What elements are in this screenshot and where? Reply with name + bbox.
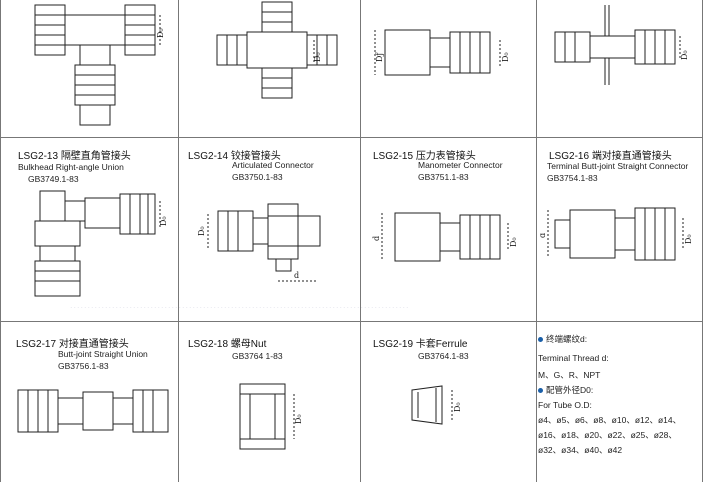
product-name-en: Articulated Connector: [232, 160, 314, 170]
tube-sizes-row: ø16、ø18、ø20、ø22、ø25、ø28、: [538, 430, 677, 440]
dimension-label: d: [372, 236, 381, 241]
product-standard: GB3754.1-83: [547, 173, 598, 183]
thread-values: M、G、R、NPT: [538, 370, 601, 380]
fitting-drawing-articulated: D₀ d: [198, 203, 321, 282]
tube-title-cn: 配管外径D0:: [538, 383, 703, 398]
fitting-drawing-manometer: d D₀: [372, 212, 518, 262]
grid-line: [0, 137, 703, 138]
fitting-drawing-terminal-butt: d D₀: [540, 207, 693, 261]
thread-title-en: Terminal Thread d:: [538, 353, 609, 363]
watermark: ........................................…: [70, 300, 410, 310]
grid-line: [178, 0, 179, 482]
grid-line: [0, 321, 703, 322]
product-standard: GB3756.1-83: [58, 361, 109, 371]
dimension-label: D₀: [159, 216, 168, 226]
dimension-label: D₀: [453, 402, 462, 412]
fitting-drawing-nut: D₀: [239, 383, 303, 450]
fitting-drawing-bulkhead-elbow: D₀: [34, 190, 168, 297]
product-standard: GB3751.1-83: [418, 172, 469, 182]
grid-line: [360, 0, 361, 482]
product-title: LSG2-13 隔壁直角管接头: [18, 151, 131, 162]
bullet-icon: [538, 388, 543, 394]
dimension-label: D₀: [509, 237, 518, 247]
product-title: LSG2-15 压力表管接头: [373, 151, 476, 162]
fitting-drawing-ferrule: D₀: [411, 385, 462, 425]
spec-info-panel: 终端螺纹d: Terminal Thread d: M、G、R、NPT 配管外径…: [538, 332, 703, 458]
dimension-label: D₀: [501, 52, 510, 62]
fitting-drawing-cross: D₀: [216, 1, 338, 99]
fitting-drawing-tee: D₀: [34, 4, 165, 126]
dimension-label: D₀: [680, 50, 689, 60]
tube-sizes-row: ø4、ø5、ø6、ø8、ø10、ø12、ø14、: [538, 415, 682, 425]
product-title: LSG2-19 卡套Ferrule: [373, 339, 468, 350]
grid-line: [0, 0, 1, 482]
fitting-drawing-butt-union: [17, 389, 169, 433]
dimension-label: D₀: [294, 414, 303, 424]
thread-title-cn: 终端螺纹d:: [538, 332, 703, 347]
product-standard: GB3750.1-83: [232, 172, 283, 182]
dimension-label: D₀: [684, 234, 693, 244]
dimension-label: D₀: [313, 52, 322, 62]
product-standard: GB3764 1-83: [232, 351, 283, 361]
product-name-en: Butt-joint Straight Union: [58, 349, 148, 359]
dimension-label: D₀: [198, 226, 206, 236]
product-title: LSG2-17 对接直通管接头: [16, 339, 129, 350]
grid-line: [536, 0, 537, 482]
product-title: LSG2-16 端对接直通管接头: [549, 151, 672, 162]
dimension-label: D₀: [156, 28, 165, 38]
product-title: LSG2-18 螺母Nut: [188, 339, 267, 350]
dimension-label: d: [540, 233, 547, 238]
fitting-drawing-straight: Dƒ D₀: [374, 29, 510, 76]
product-standard: GB3749.1-83: [28, 174, 79, 184]
tube-title-en: For Tube O.D:: [538, 400, 592, 410]
bullet-icon: [538, 337, 543, 343]
dimension-label: d: [294, 271, 299, 280]
dimension-label: Dƒ: [375, 52, 384, 62]
product-standard: GB3764.1-83: [418, 351, 469, 361]
product-name-en: Bulkhead Right-angle Union: [18, 162, 124, 172]
product-name-en: Terminal Butt-joint Straight Connector: [547, 161, 689, 171]
product-name-en: Manometer Connector: [418, 160, 503, 170]
tube-sizes-row: ø32、ø34、ø40、ø42: [538, 445, 623, 455]
fitting-drawing-bulkhead: D₀: [554, 5, 689, 85]
product-title: LSG2-14 铰接管接头: [188, 151, 281, 162]
